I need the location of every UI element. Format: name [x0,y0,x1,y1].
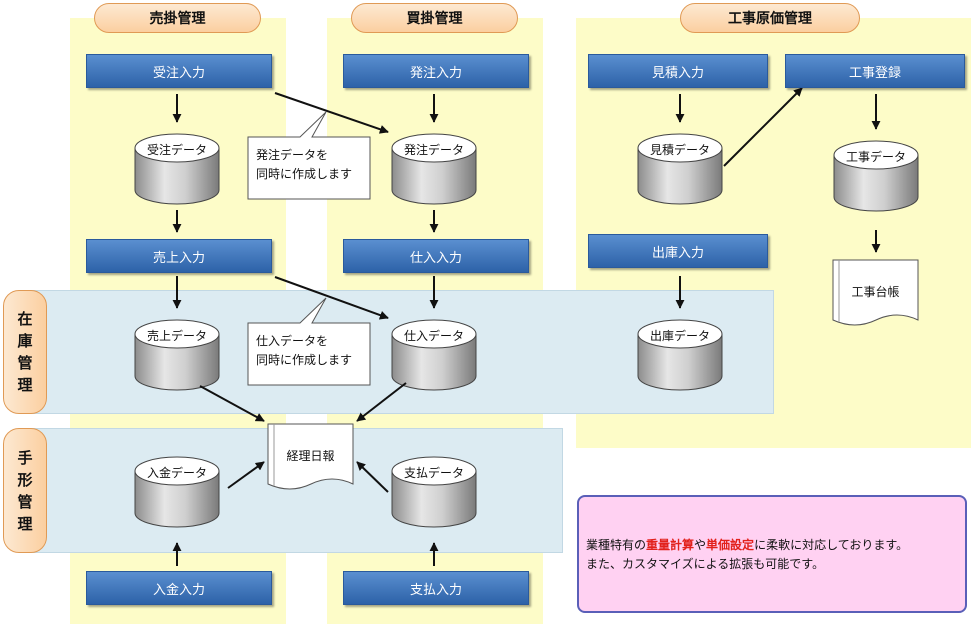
arrow-deposit-data-to-journal [227,461,265,489]
note-highlight-weight: 重量計算 [646,538,695,552]
note-mid: や [694,538,707,552]
cylinder-shipment-data [637,319,723,391]
header-cost: 工事原価管理 [680,3,860,33]
label-estimate-data: 見積データ [649,142,710,157]
label-purchase-data: 仕入データ [403,328,464,343]
order-entry-button[interactable]: 受注入力 [86,54,272,88]
document-journal [267,423,354,490]
po-entry-button[interactable]: 発注入力 [343,54,529,88]
document-ledger [832,259,919,326]
note-highlight-price: 単価設定 [706,538,755,552]
side-label-inventory: 在 庫 管 理 [3,290,47,414]
purchase-entry-button[interactable]: 仕入入力 [343,239,529,273]
cylinder-order-data [134,133,220,205]
callout-po-text: 発注データを 同時に作成します [256,148,353,181]
arrow-purchase-data-to-journal [356,382,407,422]
feature-note: 業種特有の重量計算や単価設定に柔軟に対応しております。 また、カスタマイズによる… [577,495,967,613]
cylinder-estimate-data [637,133,723,205]
label-journal: 経理日報 [286,448,335,463]
arrow-payment-data-to-journal [356,461,389,493]
callout-po-shape [247,111,371,200]
callout-purchase-text: 仕入データを 同時に作成します [256,334,353,367]
label-shipment-data: 出庫データ [649,328,710,343]
arrow-sales-data-to-journal [199,385,265,422]
label-po-data: 発注データ [403,142,464,157]
label-deposit-data: 入金データ [146,465,207,480]
note-line-2: また、カスタマイズによる拡張も可能です。 [586,557,825,571]
header-sales: 売掛管理 [94,3,261,33]
label-construction-data: 工事データ [845,149,906,164]
estimate-entry-button[interactable]: 見積入力 [588,54,768,88]
cylinder-purchase-data [391,319,477,391]
note-prefix: 業種特有の [586,538,647,552]
shipment-entry-button[interactable]: 出庫入力 [588,234,768,268]
arrow-sales-entry-to-purchase-data [274,276,389,320]
label-payment-data: 支払データ [403,465,464,480]
cylinder-sales-data [134,319,220,391]
note-suffix: に柔軟に対応しております。 [754,538,909,552]
header-purchase: 買掛管理 [351,3,518,33]
callout-purchase-shape [247,297,371,386]
construction-registration-button[interactable]: 工事登録 [785,54,965,88]
payment-entry-button[interactable]: 支払入力 [343,571,529,605]
label-ledger: 工事台帳 [851,284,900,299]
label-sales-data: 売上データ [146,328,207,343]
arrow-order-entry-to-po-data [274,92,389,134]
arrow-estimate-data-to-construction-reg [723,87,803,167]
cylinder-construction-data [833,140,919,212]
cylinder-deposit-data [134,456,220,528]
deposit-entry-button[interactable]: 入金入力 [86,571,272,605]
cylinder-po-data [391,133,477,205]
cylinder-payment-data [391,456,477,528]
label-order-data: 受注データ [146,142,207,157]
note-line-1: 業種特有の重量計算や単価設定に柔軟に対応しております。 [586,536,965,555]
side-label-bills: 手 形 管 理 [3,428,47,553]
sales-entry-button[interactable]: 売上入力 [86,239,272,273]
